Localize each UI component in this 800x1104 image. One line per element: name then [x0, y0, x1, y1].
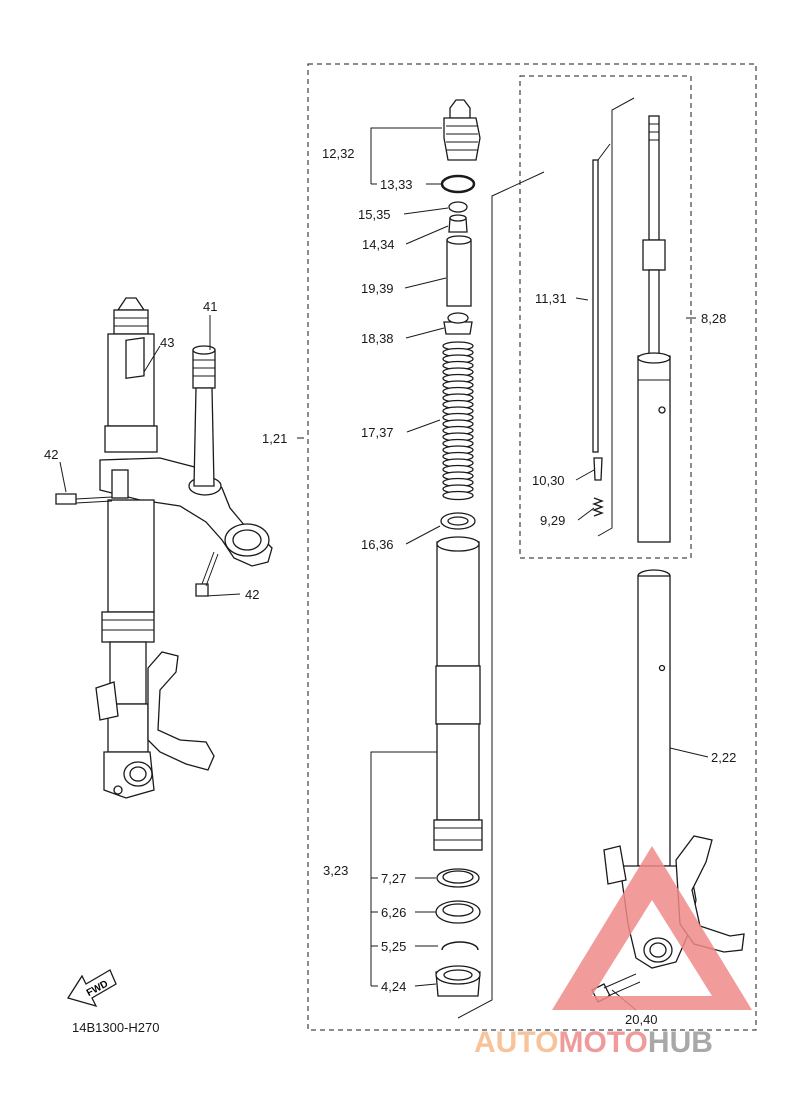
label-9-29: 9,29	[540, 513, 565, 528]
label-17-37: 17,37	[361, 425, 394, 440]
label-5-25: 5,25	[381, 939, 406, 954]
label-8-28: 8,28	[701, 311, 726, 326]
label-41: 41	[203, 299, 217, 314]
label-2-22: 2,22	[711, 750, 736, 765]
label-1-21: 1,21	[262, 431, 287, 446]
label-42-bolt-lower: 42	[245, 587, 259, 602]
fork-assembly-group-box	[307, 63, 757, 1031]
label-12-32: 12,32	[322, 146, 355, 161]
label-14-34: 14,34	[362, 237, 395, 252]
exploded-parts-column	[433, 99, 483, 997]
leader-lines	[59, 97, 709, 1019]
label-7-27: 7,27	[381, 871, 406, 886]
part-number-labels: 12,32 13,33 15,35 14,34 19,39 18,38 17,3…	[44, 146, 736, 1027]
warning-triangle-watermark	[552, 846, 752, 1010]
label-18-38: 18,38	[361, 331, 394, 346]
label-20-40: 20,40	[625, 1012, 658, 1027]
label-16-36: 16,36	[361, 537, 394, 552]
label-3-23: 3,23	[323, 863, 348, 878]
svg-text:AUTOMOTOHUB: AUTOMOTOHUB	[474, 1026, 713, 1059]
label-13-33: 13,33	[380, 177, 413, 192]
watermark-word-moto: MOTO	[558, 1026, 647, 1059]
fork-spring	[442, 341, 474, 501]
watermark-word-auto: AUTO	[474, 1026, 558, 1059]
damper-assembly-group-box	[519, 75, 692, 559]
forward-direction-arrow: FWD	[66, 969, 117, 1008]
damper-rod-assembly	[592, 115, 671, 543]
label-10-30: 10,30	[532, 473, 565, 488]
watermark-word-hub: HUB	[648, 1026, 713, 1059]
label-19-39: 19,39	[361, 281, 394, 296]
label-42-bolt-upper: 42	[44, 447, 58, 462]
label-11-31: 11,31	[535, 291, 567, 306]
label-15-35: 15,35	[358, 207, 391, 222]
label-4-24: 4,24	[381, 979, 406, 994]
automotohub-watermark-logo: AUTOMOTOHUB	[474, 846, 752, 1059]
assembled-fork-illustration	[55, 297, 273, 799]
label-43: 43	[160, 335, 174, 350]
fwd-label: FWD	[85, 979, 110, 999]
label-6-26: 6,26	[381, 905, 406, 920]
spring-coil	[442, 490, 474, 501]
diagram-code: 14B1300-H270	[72, 1020, 159, 1035]
